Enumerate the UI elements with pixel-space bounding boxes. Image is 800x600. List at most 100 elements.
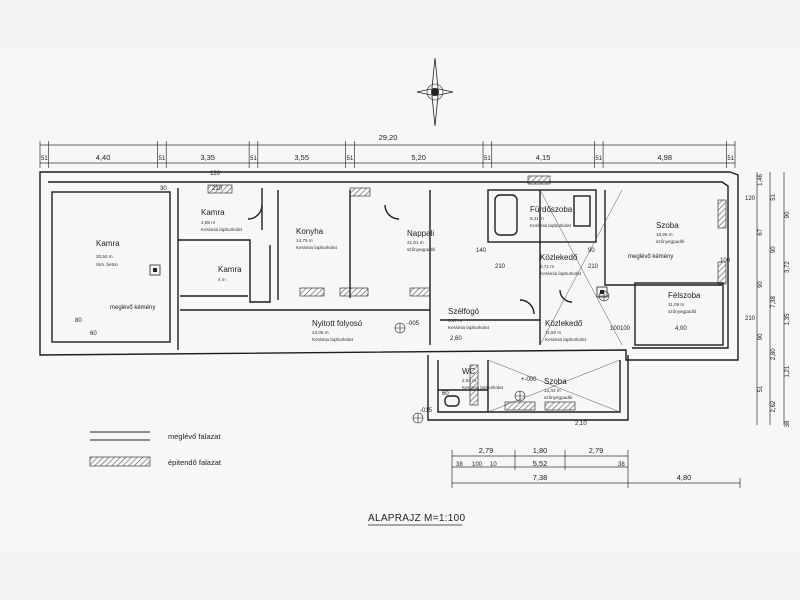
room-name: Szélfogó	[448, 307, 480, 316]
right-dim: 90	[758, 333, 764, 340]
room-area: 14,75 m	[296, 238, 313, 243]
room-finish: szőnyegpadló	[668, 309, 697, 314]
opening-dimension-labels: 12021014021090210100210806010012030604,0…	[75, 171, 756, 427]
legend-label: meglévő falazat	[168, 432, 221, 441]
right-dim: 90	[771, 246, 777, 253]
chimney-note-right: meglévő kémény	[628, 254, 673, 260]
plan-title: ALAPRAJZ M=1:100	[368, 513, 465, 524]
room-name: Szoba	[656, 221, 679, 230]
opening-dim: 100	[620, 326, 631, 332]
right-dim: 2,62	[771, 400, 777, 412]
top-segment-dim: 51	[41, 156, 48, 162]
room-finish: Kerámia lapburkolat	[530, 223, 572, 228]
top-segment-dim: 4,40	[96, 153, 111, 162]
right-dim: 1,46	[758, 174, 764, 186]
opening-dim: 120	[210, 171, 221, 177]
room-finish: Kerámia lapburkolat	[201, 227, 243, 232]
right-dim: 1,35	[785, 313, 791, 325]
room-finish: Kerámia lapburkolat	[462, 385, 504, 390]
room-kozlekedo-upper: Közlekedő 6,71 m Kerámia lapburkolat	[540, 253, 582, 276]
room-area: 21,61 m	[407, 240, 424, 245]
right-dim: 51	[758, 385, 764, 392]
opening-dim: 210	[745, 316, 756, 322]
room-kamra-small: Kamra 4 m	[218, 265, 242, 282]
room-name: Félszoba	[668, 291, 701, 300]
top-segment-dim: 5,20	[411, 153, 426, 162]
legend-label: épitendő falazat	[168, 458, 222, 467]
compass-rose-icon	[416, 57, 454, 127]
room-area: 3,47 m	[448, 318, 462, 323]
right-dim: 7,38	[771, 296, 777, 308]
room-area: 14,43 m	[544, 388, 561, 393]
bottom-dim: 38	[618, 462, 625, 468]
opening-dim: 210	[212, 186, 223, 192]
room-kozlekedo-lower: Közlekedő 11,60 m Kerámia lapburkolat	[545, 319, 587, 342]
right-dim: 2,80	[771, 348, 777, 360]
room-nappali: Nappali 21,61 m szőnyegpadló	[407, 229, 436, 252]
level-marker-icon	[394, 290, 610, 424]
chimney-icon	[149, 264, 608, 298]
room-area: 20,50 m	[96, 254, 113, 259]
right-dimension-lines	[756, 172, 785, 425]
room-wc: WC 2,62 m Kerámia lapburkolat	[462, 367, 504, 390]
room-finish: szőnyegpadló	[407, 247, 436, 252]
room-area: 11,60 m	[545, 330, 561, 335]
top-segment-dim: 3,55	[294, 153, 309, 162]
top-segment-dim: 3,35	[200, 153, 215, 162]
top-segment-dim: 51	[159, 156, 166, 162]
room-labels: Kamra 20,50 m Sim. beton Kamra 4,88 m Ke…	[96, 205, 701, 400]
room-szoba-right: Szoba 18,95 m szőnyegpadló	[656, 221, 685, 244]
opening-dim: 100	[720, 258, 731, 264]
bottom-dim: 5,52	[533, 459, 548, 468]
room-finish: Sim. beton	[96, 262, 118, 267]
bottom-dimension-lines	[451, 450, 741, 488]
top-dimension-lines	[39, 141, 736, 168]
room-kamra-big: Kamra 20,50 m Sim. beton	[96, 239, 120, 267]
bottom-total-dim: 7,38	[533, 473, 548, 482]
room-name: WC	[462, 367, 476, 376]
opening-dim: 60	[90, 331, 97, 337]
top-segment-dim: 4,15	[536, 153, 551, 162]
top-segment-dim: 51	[595, 156, 602, 162]
chimney-note-left: meglévő kémény	[110, 305, 155, 311]
top-segment-dim: 4,98	[657, 153, 672, 162]
opening-dim: 140	[476, 248, 487, 254]
room-area: 8,11 m	[530, 216, 544, 221]
room-area: 2,62 m	[462, 378, 476, 383]
opening-dim: 100	[610, 326, 621, 332]
bottom-side-dim: 4,80	[677, 473, 692, 482]
bottom-dim: 2,79	[479, 446, 494, 455]
opening-dim: 90	[588, 248, 595, 254]
opening-dim: 4,00	[675, 326, 687, 332]
room-name: Közlekedő	[545, 319, 583, 328]
room-name: Kamra	[201, 208, 225, 217]
opening-dim: 210	[588, 264, 599, 270]
right-dim: 51	[771, 193, 777, 200]
right-dim: 67	[758, 228, 764, 235]
room-name: Szoba	[544, 377, 567, 386]
bottom-dim: 2,79	[589, 446, 604, 455]
room-kamra-upper: Kamra 4,88 m Kerámia lapburkolat	[201, 208, 243, 232]
bottom-dim: 1,80	[533, 446, 548, 455]
opening-dim: 60	[442, 391, 449, 397]
level-label-3: +-000	[521, 377, 537, 383]
room-name: Kamra	[218, 265, 242, 274]
room-area: 18,95 m	[656, 232, 673, 237]
top-segment-dim: 51	[250, 156, 257, 162]
room-szoba-lower: Szoba 14,43 m szőnyegpadló	[544, 377, 573, 400]
opening-dim: 120	[745, 196, 756, 202]
room-name: Nyitott folyosó	[312, 319, 363, 328]
level-label-2: -015	[420, 408, 433, 414]
room-furdoszoba: Fürdőszoba 8,11 m Kerámia lapburkolat	[530, 205, 573, 228]
legend-existing-wall: meglévő falazat	[90, 431, 221, 441]
opening-dim: 80	[75, 318, 82, 324]
right-dim: 1,21	[785, 365, 791, 377]
room-finish: Kerámia lapburkolat	[296, 245, 338, 250]
room-finish: szőnyegpadló	[656, 239, 685, 244]
opening-dim: 2,10	[575, 421, 587, 427]
room-nyitott-folyoso: Nyitott folyosó 23,05 m Kerámia lapburko…	[312, 319, 363, 342]
room-name: Közlekedő	[540, 253, 578, 262]
